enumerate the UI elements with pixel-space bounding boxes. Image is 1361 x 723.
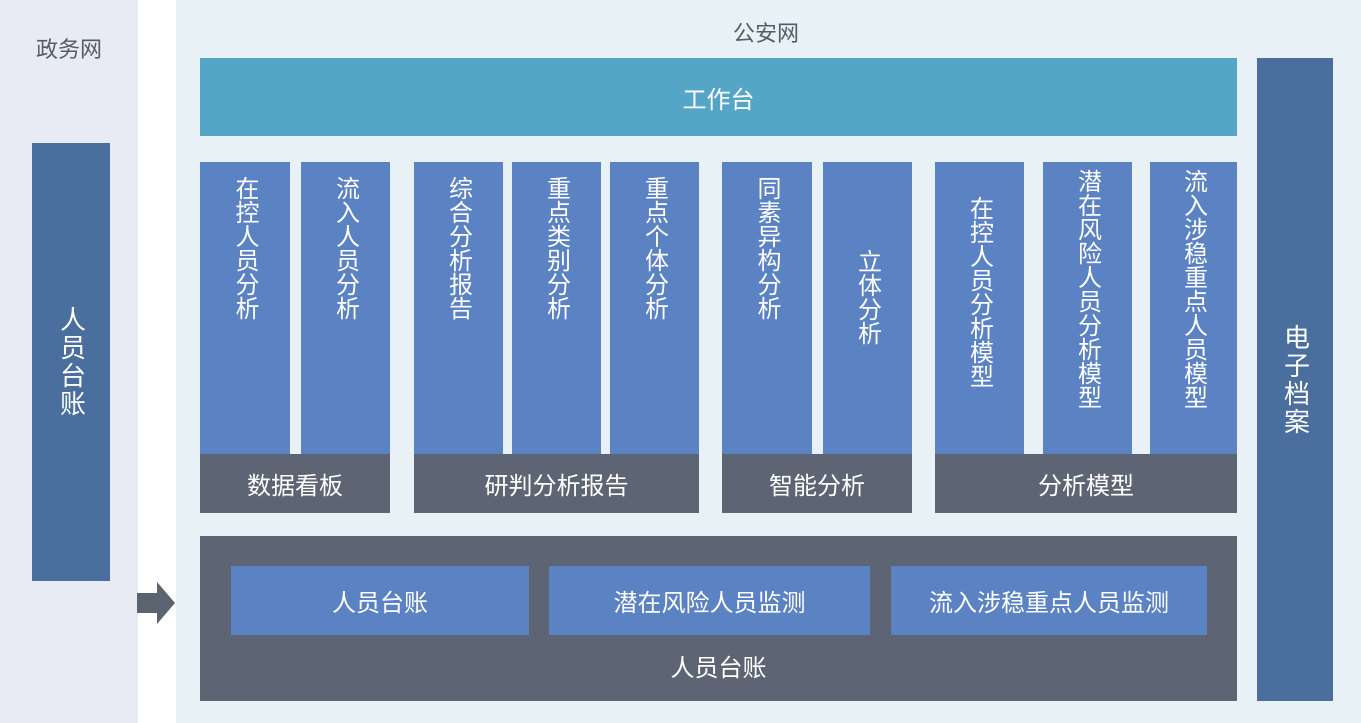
tile-inflow-person-analysis[interactable]: 流入人员分析	[301, 162, 390, 454]
group-label-analysis-model: 分析模型	[935, 454, 1237, 513]
tile-potential-risk-model[interactable]: 潜在风险人员分析模型	[1043, 162, 1132, 454]
tile-inflow-stability-model[interactable]: 流入涉稳重点人员模型	[1150, 162, 1237, 454]
tile-key-individual-analysis[interactable]: 重点个体分析	[610, 162, 699, 454]
tile-controlled-person-model[interactable]: 在控人员分析模型	[935, 162, 1024, 454]
gov-network-title: 政务网	[35, 38, 102, 63]
ledger-item-person-ledger[interactable]: 人员台账	[231, 566, 529, 635]
tile-controlled-person-analysis[interactable]: 在控人员分析	[200, 162, 290, 454]
group-label-smart-analysis: 智能分析	[722, 454, 912, 513]
police-network-title: 公安网	[732, 22, 799, 47]
tile-key-category-analysis[interactable]: 重点类别分析	[512, 162, 601, 454]
group-label-data-board: 数据看板	[200, 454, 390, 513]
tile-comprehensive-report[interactable]: 综合分析报告	[414, 162, 503, 454]
ledger-item-risk-monitor[interactable]: 潜在风险人员监测	[549, 566, 870, 635]
right-arrow-icon	[137, 582, 175, 624]
tile-isomer-analysis[interactable]: 同素异构分析	[722, 162, 812, 454]
archive-bar: 电子档案	[1257, 58, 1333, 701]
gov-ledger-bar: 人员台账	[32, 143, 110, 581]
gov-ledger-label: 人员台账	[55, 306, 86, 418]
ledger-panel-label: 人员台账	[670, 654, 767, 682]
workbench-label: 工作台	[682, 85, 755, 114]
tile-3d-analysis[interactable]: 立体分析	[823, 162, 912, 454]
workbench-bar: 工作台	[200, 58, 1237, 136]
ledger-item-inflow-monitor[interactable]: 流入涉稳重点人员监测	[891, 566, 1207, 635]
archive-label: 电子档案	[1279, 323, 1310, 436]
group-label-judgment-report: 研判分析报告	[414, 454, 699, 513]
